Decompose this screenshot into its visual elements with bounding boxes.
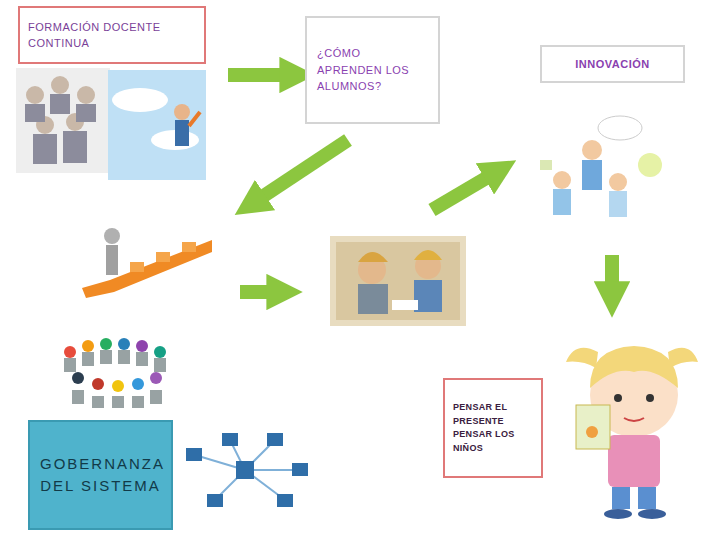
title-box: INNOVACIÓN	[540, 45, 685, 83]
stairs-picture	[82, 228, 212, 298]
network-picture	[186, 433, 308, 507]
box-label: ¿CÓMO APRENDEN LOS ALUMNOS?	[317, 45, 428, 95]
flow-arrow	[228, 68, 283, 82]
note-box: PENSAR EL PRESENTE PENSAR LOS NIÑOS	[443, 378, 543, 478]
process-box: FORMACIÓN DOCENTE CONTINUA	[18, 6, 206, 64]
box-label: INNOVACIÓN	[548, 56, 677, 73]
classroom-picture	[330, 236, 466, 326]
filled-box: GOBERNANZA DEL SISTEMA	[28, 420, 173, 530]
girl-picture	[566, 346, 698, 519]
box-label: FORMACIÓN DOCENTE CONTINUA	[28, 19, 196, 52]
sky-picture	[108, 70, 206, 180]
flow-arrow	[240, 140, 612, 292]
people-circle-picture	[64, 338, 166, 408]
box-label: GOBERNANZA DEL SISTEMA	[40, 453, 161, 498]
question-box: ¿CÓMO APRENDEN LOS ALUMNOS?	[305, 16, 440, 124]
box-label: PENSAR EL PRESENTE PENSAR LOS NIÑOS	[453, 401, 533, 455]
teachers-picture	[16, 68, 110, 173]
kids-picture	[540, 116, 662, 217]
